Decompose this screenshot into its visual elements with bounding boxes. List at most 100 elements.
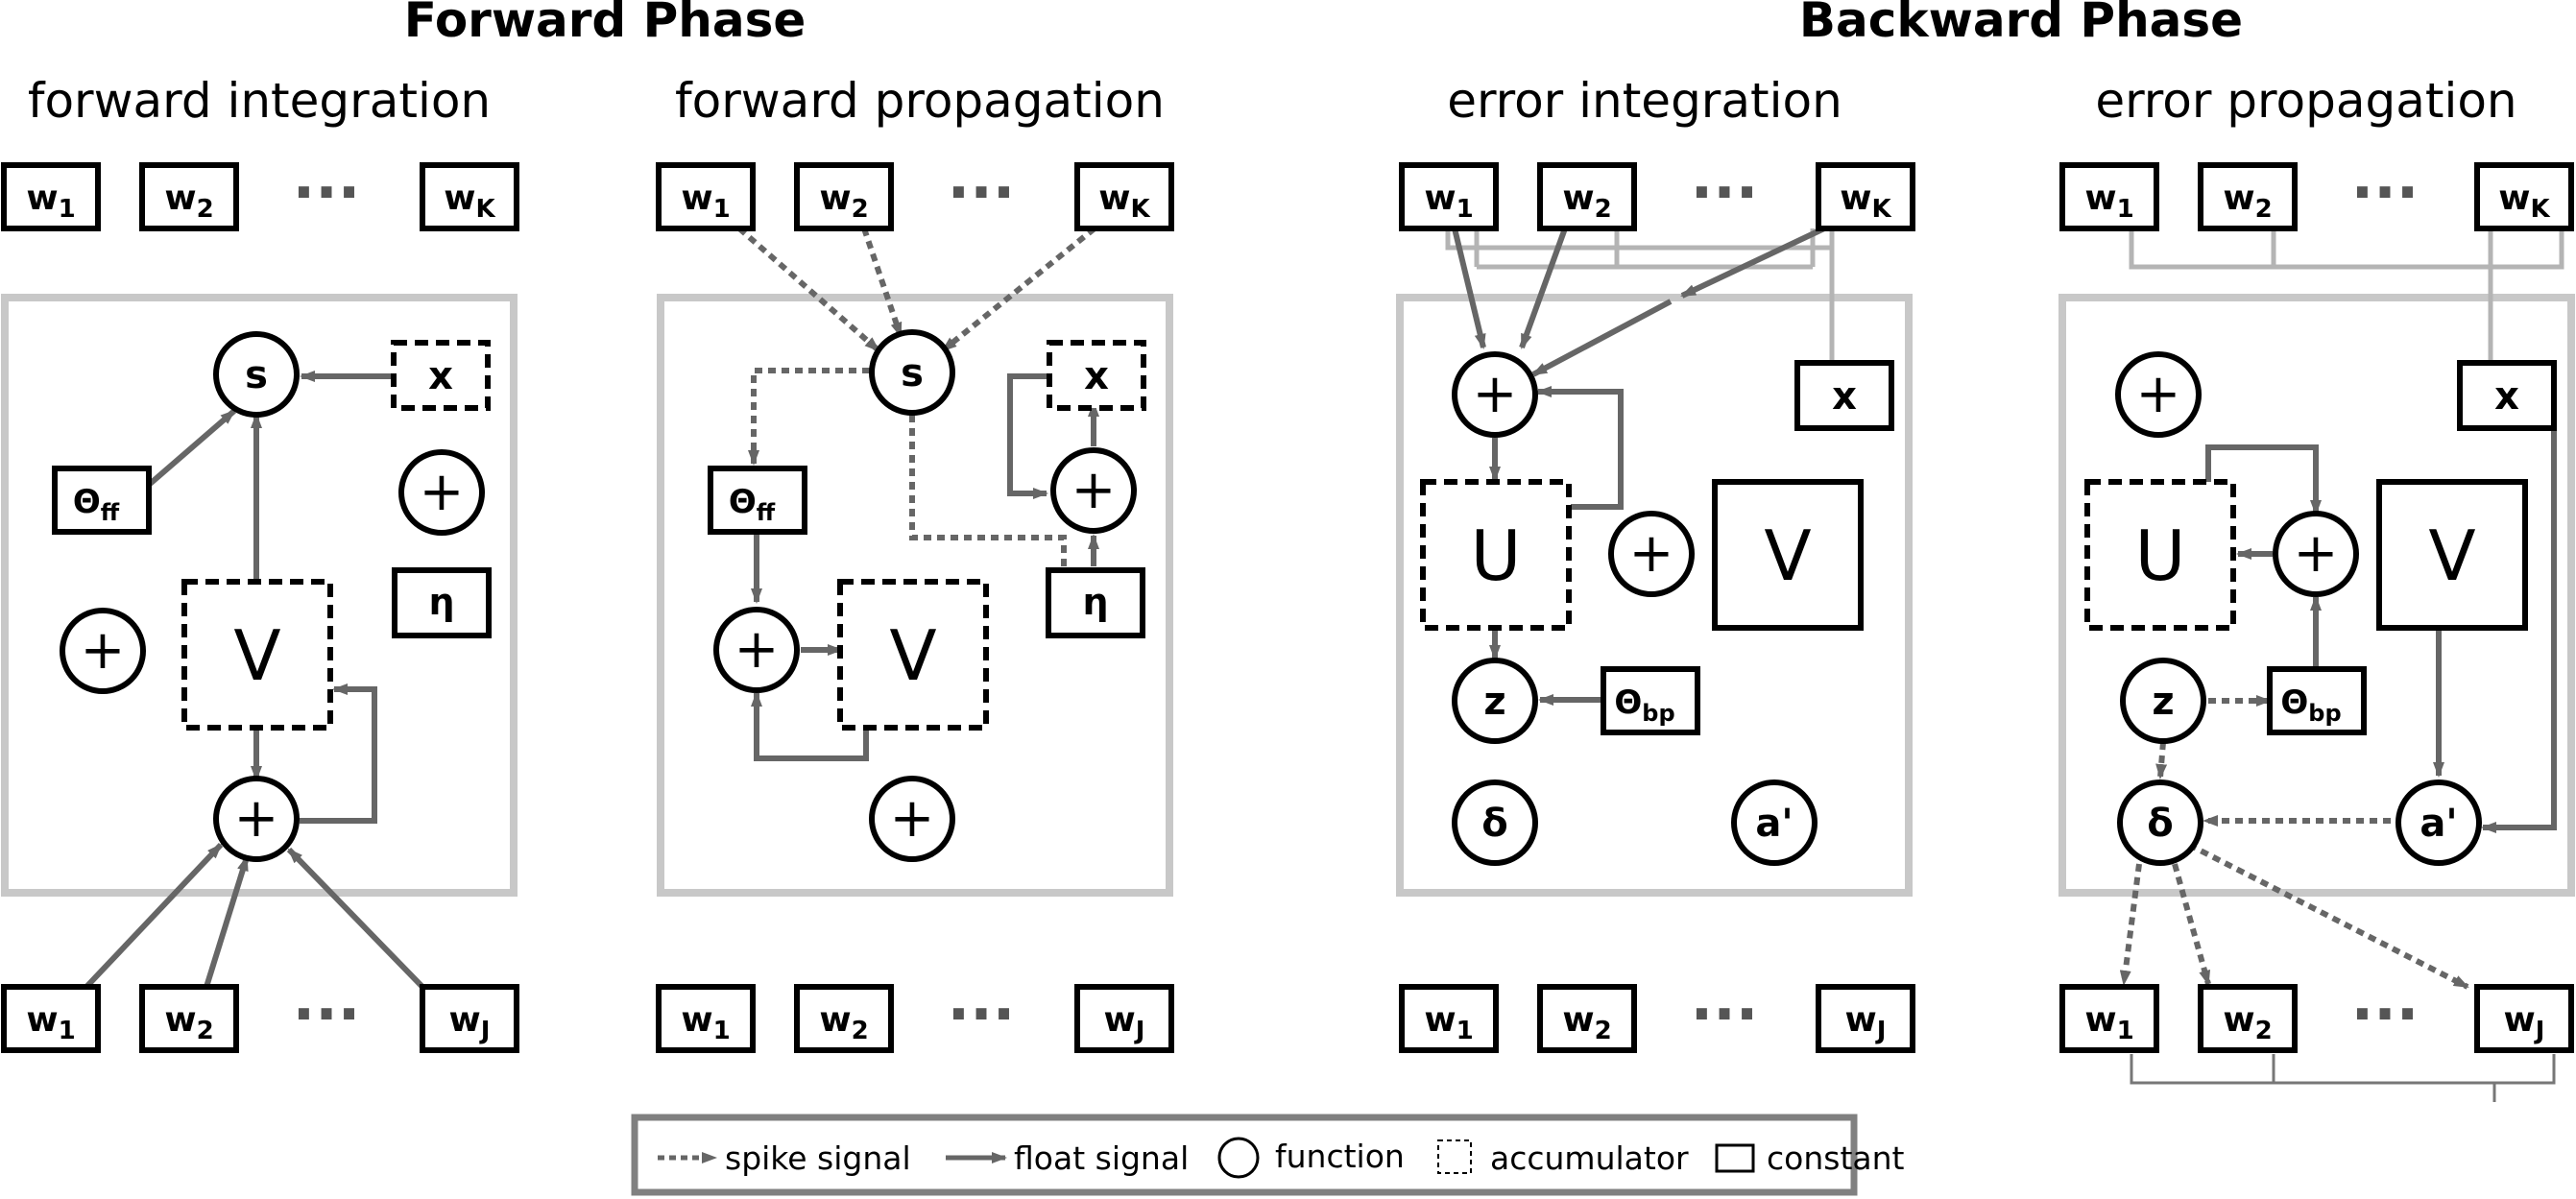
legend: spike signal float signal function accum…: [631, 1114, 1905, 1196]
weight-box-w1: w1: [1399, 984, 1499, 1053]
weight-box-w2: w2: [139, 984, 239, 1053]
weight-box-w1: w1: [2059, 162, 2159, 231]
svg-text:w2: w2: [1562, 1000, 1611, 1045]
accumulator-x: x: [391, 340, 491, 411]
svg-text:w1: w1: [26, 179, 75, 224]
weight-box-wK: wK: [1074, 162, 1174, 231]
svg-text:w2: w2: [819, 179, 868, 224]
function-node-delta: δ: [1452, 779, 1538, 866]
constant-theta-ff: Θff: [52, 466, 152, 535]
panel-title-error-propagation: error propagation: [2095, 73, 2516, 129]
svg-text:wJ: wJ: [449, 1000, 491, 1045]
constant-V: V: [2376, 479, 2528, 631]
constant-theta-bp: Θbp: [1601, 666, 1700, 735]
svg-text:Θff: Θff: [729, 483, 776, 526]
svg-text:w1: w1: [26, 1000, 75, 1045]
weight-box-w2: w2: [1537, 984, 1637, 1053]
constant-x: x: [1794, 360, 1894, 431]
svg-text:V: V: [889, 615, 936, 696]
svg-text:x: x: [1084, 354, 1109, 398]
constant-eta: η: [392, 567, 492, 638]
panel-title-forward-propagation: forward propagation: [675, 73, 1165, 129]
accumulator-U: U: [1420, 479, 1572, 631]
svg-text:wJ: wJ: [2504, 1000, 2545, 1045]
function-node-plus: +: [213, 776, 300, 862]
weights-ellipsis: ···: [293, 157, 361, 228]
accumulator-x: x: [1047, 340, 1146, 411]
weight-box-w1: w1: [1, 984, 101, 1053]
function-node-plus: +: [869, 776, 955, 862]
svg-text:+: +: [420, 461, 465, 523]
weight-box-w1: w1: [656, 162, 756, 231]
legend-accumulator-label: accumulator: [1490, 1139, 1689, 1177]
weights-ellipsis: ···: [948, 157, 1016, 228]
svg-text:V: V: [233, 615, 280, 696]
weight-box-wJ: wJ: [1074, 984, 1174, 1053]
svg-text:s: s: [901, 351, 924, 396]
panel-forward-propagation: [657, 294, 1173, 897]
svg-text:x: x: [428, 354, 453, 398]
svg-text:wJ: wJ: [1845, 1000, 1887, 1045]
svg-text:w1: w1: [681, 1000, 730, 1045]
panel-title-forward-integration: forward integration: [28, 73, 491, 129]
svg-text:z: z: [2152, 680, 2174, 724]
svg-text:w1: w1: [2084, 179, 2133, 224]
weight-box-w1: w1: [1, 162, 101, 231]
constant-eta: η: [1046, 567, 1145, 638]
function-node-plus: +: [1452, 351, 1538, 438]
svg-text:w2: w2: [2223, 1000, 2272, 1045]
backward-phase-title: Backward Phase: [1799, 0, 2243, 48]
float-edges-forward-propagation: [751, 373, 1099, 761]
weight-box-wJ: wJ: [1816, 984, 1915, 1053]
function-node-delta: δ: [2117, 779, 2203, 866]
svg-text:wK: wK: [1098, 179, 1150, 224]
svg-text:w1: w1: [681, 179, 730, 224]
function-node-plus: +: [713, 607, 800, 693]
legend-spike-label: spike signal: [725, 1139, 911, 1177]
svg-text:w1: w1: [2084, 1000, 2133, 1045]
function-node-plus: +: [398, 449, 485, 536]
weight-bus-error-propagation: [2129, 228, 2564, 360]
weight-box-wJ: wJ: [2474, 984, 2574, 1053]
weight-box-w2: w2: [1537, 162, 1637, 231]
svg-text:η: η: [428, 581, 454, 623]
svg-text:η: η: [1082, 581, 1108, 623]
legend-constant-swatch: [1715, 1143, 1755, 1173]
weight-box-w1: w1: [1399, 162, 1499, 231]
svg-text:δ: δ: [1481, 802, 1507, 846]
lower-bus-error-propagation: [2130, 1054, 2556, 1102]
svg-text:w2: w2: [164, 179, 213, 224]
weight-box-w2: w2: [2198, 984, 2298, 1053]
svg-text:w1: w1: [1424, 1000, 1473, 1045]
accumulator-V: V: [181, 579, 333, 731]
forward-phase-title: Forward Phase: [404, 0, 807, 48]
function-node-a-prime: a': [1731, 779, 1818, 866]
weight-box-w2: w2: [2198, 162, 2298, 231]
weights-ellipsis: ···: [2351, 979, 2420, 1049]
function-node-z: z: [1452, 658, 1538, 744]
legend-constant-label: constant: [1767, 1139, 1905, 1177]
spike-edges-error-propagation: [2119, 695, 2469, 990]
panel-error-integration: [1396, 294, 1913, 897]
weight-box-wK: wK: [420, 162, 519, 231]
svg-text:w1: w1: [1424, 179, 1473, 224]
svg-text:w2: w2: [164, 1000, 213, 1045]
svg-text:wK: wK: [444, 179, 495, 224]
svg-text:z: z: [1483, 680, 1505, 724]
svg-text:w2: w2: [819, 1000, 868, 1045]
weight-box-wJ: wJ: [420, 984, 519, 1053]
panel-forward-integration: [1, 294, 518, 897]
weight-box-w1: w1: [656, 984, 756, 1053]
svg-text:Θff: Θff: [73, 483, 120, 526]
svg-text:Θbp: Θbp: [1614, 683, 1674, 727]
svg-text:Θbp: Θbp: [2280, 683, 2341, 727]
svg-text:wJ: wJ: [1104, 1000, 1145, 1045]
legend-float-label: float signal: [1014, 1139, 1189, 1177]
function-node-plus: +: [2115, 351, 2202, 438]
svg-text:U: U: [2135, 516, 2186, 596]
function-node-plus: +: [1608, 511, 1695, 597]
svg-text:δ: δ: [2147, 802, 2173, 846]
weight-box-wK: wK: [1816, 162, 1915, 231]
function-node-s: s: [213, 331, 300, 418]
svg-text:w2: w2: [2223, 179, 2272, 224]
